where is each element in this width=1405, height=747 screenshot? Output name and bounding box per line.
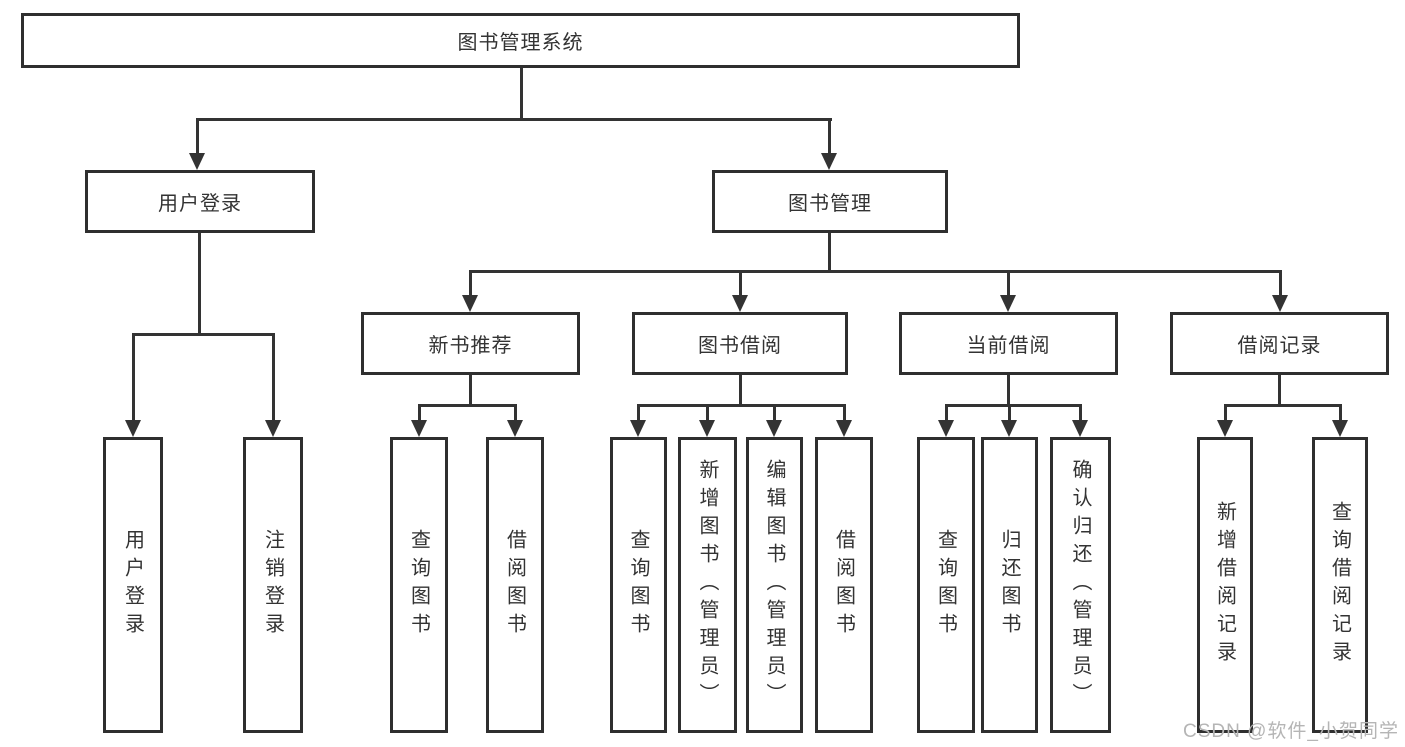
arrowhead-icon [732,295,748,312]
arrowhead-icon [411,420,427,437]
node-user-login: 用户登录 [85,170,315,233]
leaf-query-books-borrowing: 查询图书 [610,437,667,733]
leaf-add-books-admin: 新增图书（管理员） [678,437,737,733]
connector-line [1007,375,1010,407]
connector-line [739,375,742,407]
arrowhead-icon [265,420,281,437]
connector-line [637,404,640,421]
connector-line [945,404,1082,407]
connector-line [637,404,845,407]
connector-line [1008,404,1011,421]
connector-line [1339,404,1342,421]
connector-line [272,333,275,421]
arrowhead-icon [1332,420,1348,437]
arrowhead-icon [1000,295,1016,312]
connector-line [514,404,517,421]
connector-line [706,404,709,421]
connector-line [418,404,421,421]
arrowhead-icon [1072,420,1088,437]
leaf-query-books-current: 查询图书 [917,437,975,733]
arrowhead-icon [766,420,782,437]
connector-line [469,270,1282,273]
watermark: CSDN @软件_小贺同学 [1183,721,1399,742]
arrowhead-icon [1272,295,1288,312]
node-book-borrowing: 图书借阅 [632,312,848,375]
connector-line [132,333,135,421]
node-current-borrowing: 当前借阅 [899,312,1118,375]
arrowhead-icon [1217,420,1233,437]
arrowhead-icon [938,420,954,437]
arrowhead-icon [125,420,141,437]
node-library-management-system: 图书管理系统 [21,13,1020,68]
arrowhead-icon [189,153,205,170]
leaf-query-borrow-record: 查询借阅记录 [1312,437,1368,733]
arrowhead-icon [836,420,852,437]
leaf-query-books-recommend: 查询图书 [390,437,448,733]
node-book-management: 图书管理 [712,170,948,233]
connector-line [828,233,831,273]
leaf-borrow-books-recommend: 借阅图书 [486,437,544,733]
connector-line [843,404,846,421]
connector-line [773,404,776,421]
connector-line [418,404,517,407]
connector-line [198,233,201,335]
leaf-borrow-books-borrowing: 借阅图书 [815,437,873,733]
arrowhead-icon [507,420,523,437]
connector-line [1279,270,1282,296]
arrowhead-icon [699,420,715,437]
connector-line [945,404,948,421]
leaf-logout: 注销登录 [243,437,303,733]
connector-line [1079,404,1082,421]
connector-line [132,333,275,336]
node-new-book-recommendation: 新书推荐 [361,312,580,375]
connector-line [739,270,742,296]
arrowhead-icon [1001,420,1017,437]
node-borrowing-records: 借阅记录 [1170,312,1389,375]
connector-line [469,375,472,407]
leaf-return-books: 归还图书 [981,437,1038,733]
connector-line [1224,404,1227,421]
leaf-edit-books-admin: 编辑图书（管理员） [746,437,803,733]
connector-line [196,118,199,154]
arrowhead-icon [630,420,646,437]
connector-line [1224,404,1342,407]
leaf-user-login: 用户登录 [103,437,163,733]
connector-line [1007,270,1010,296]
arrowhead-icon [462,295,478,312]
arrowhead-icon [821,153,837,170]
leaf-add-borrow-record: 新增借阅记录 [1197,437,1253,733]
connector-line [520,68,523,120]
connector-line [196,118,832,121]
connector-line [1278,375,1281,407]
connector-line [828,118,831,154]
leaf-confirm-return-admin: 确认归还（管理员） [1050,437,1111,733]
connector-line [469,270,472,296]
